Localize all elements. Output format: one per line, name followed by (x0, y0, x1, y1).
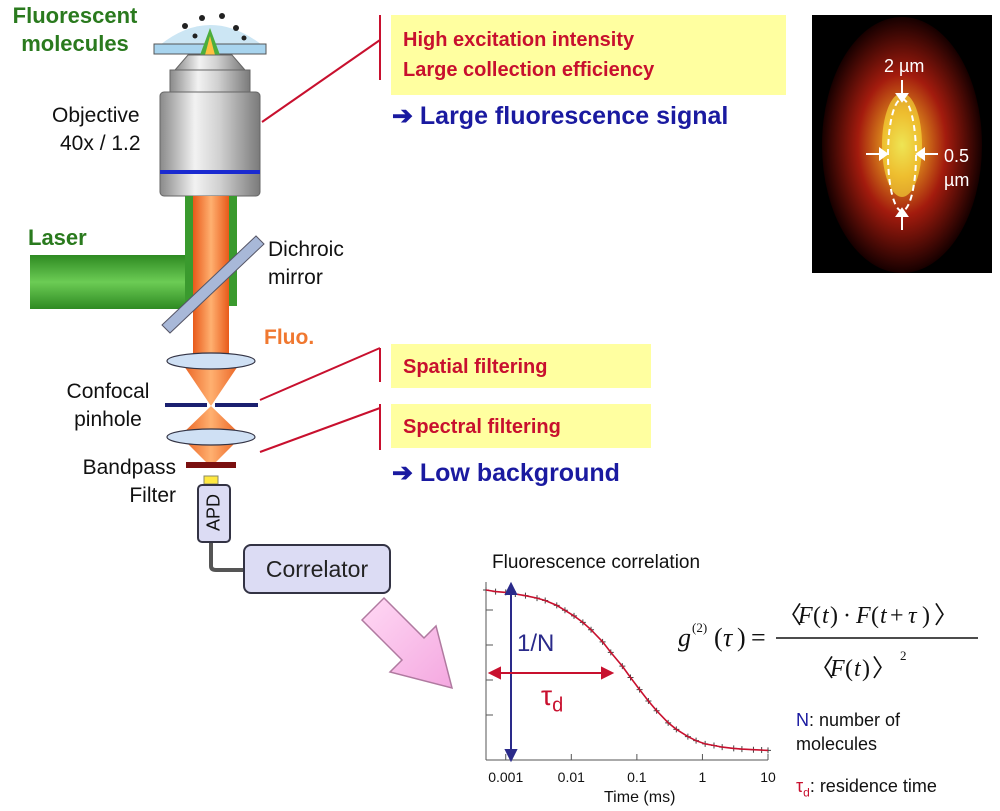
apd-label: APD (203, 494, 224, 532)
flow-arrow (360, 596, 454, 690)
legend-n: N: number of molecules (796, 708, 900, 756)
lens-lower (166, 428, 256, 446)
spectral-text: Spectral filtering (403, 416, 561, 438)
psf-depth-label: 0.5 µm (944, 146, 970, 190)
svg-text:): ) (862, 656, 870, 682)
svg-text:(: ( (871, 603, 879, 629)
legend-tau: τd: residence time (796, 776, 937, 800)
correlation-chart: 0.001 0.01 0.1 1 10 (483, 581, 776, 785)
lens-upper (166, 352, 256, 370)
confocal-pinhole-label: Confocal pinhole (66, 380, 150, 431)
apd-detector: APD (197, 484, 231, 543)
svg-text:〉: 〉 (872, 656, 896, 682)
svg-text:=: = (751, 623, 766, 652)
x-tick-label: 0.01 (558, 769, 585, 785)
svg-text:g: g (678, 623, 691, 652)
chart-title: Fluorescence correlation (492, 552, 701, 573)
legend-tau-subscript: d (803, 785, 810, 800)
svg-text:〈: 〈 (810, 656, 834, 682)
fluorescent-molecules-label: Fluorescent molecules (12, 3, 138, 56)
svg-text:F: F (797, 603, 813, 629)
svg-text:2: 2 (900, 648, 907, 663)
svg-text:t: t (822, 603, 830, 629)
fit-curve (485, 589, 769, 752)
x-tick-label: 10 (760, 769, 776, 785)
legend-tau-symbol: τ (796, 776, 804, 796)
x-tick-label: 1 (699, 769, 707, 785)
svg-text:t: t (880, 603, 888, 629)
svg-text:(: ( (714, 623, 723, 652)
laser-beam (30, 255, 192, 309)
svg-text:): ) (737, 623, 746, 652)
svg-text:〉: 〉 (934, 603, 958, 629)
spatial-callout-box: Spatial filtering (391, 344, 651, 388)
correlator-box: Correlator (243, 544, 391, 594)
sample-coverslip (153, 13, 267, 55)
objective-spec-label: 40x / 1.2 (60, 132, 141, 155)
residence-time-arrow (487, 666, 615, 680)
legend-n-symbol: N (796, 710, 809, 730)
fluo-label: Fluo. (264, 326, 315, 349)
tau-subscript: d (552, 694, 564, 717)
legend-tau-text: : residence time (809, 776, 937, 796)
spatial-text: Spatial filtering (403, 356, 548, 378)
svg-text:(: ( (813, 603, 821, 629)
svg-text:F: F (829, 656, 845, 682)
amplitude-label: 1/N (517, 630, 555, 657)
x-tick-label: 0.1 (627, 769, 647, 785)
psf-width-label: 2 µm (884, 56, 925, 76)
laser-label: Laser (28, 225, 87, 250)
objective-label: Objective (52, 104, 140, 127)
svg-text:t: t (854, 656, 862, 682)
svg-text:): ) (830, 603, 838, 629)
legend-n-text: : number of molecules (796, 710, 901, 754)
svg-text:·: · (843, 603, 851, 629)
correlation-equation: g (2) ( τ ) = 〈 F ( t ) · F ( t + τ ) 〉 … (678, 603, 978, 682)
excitation-text: High excitation intensity (403, 29, 635, 51)
cable (209, 540, 244, 572)
svg-text:(2): (2) (692, 620, 707, 635)
correlator-label: Correlator (265, 555, 369, 582)
svg-text:(: ( (845, 656, 853, 682)
svg-text:+: + (890, 603, 904, 629)
svg-text:F: F (855, 603, 871, 629)
tau-d-label: τd (541, 680, 563, 718)
svg-text:τ: τ (723, 623, 734, 652)
callout-lines (259, 15, 381, 453)
bandpass-filter-label: Bandpass Filter (82, 456, 176, 507)
collection-text: Large collection efficiency (403, 59, 655, 81)
dichroic-mirror-label: Dichroic mirror (268, 238, 344, 289)
excitation-callout-box: High excitation intensity Large collecti… (391, 15, 786, 95)
svg-text:〈: 〈 (778, 603, 802, 629)
apd-window (203, 475, 219, 485)
svg-text:): ) (922, 603, 930, 629)
x-axis-label: Time (ms) (604, 789, 676, 806)
dichroic-mirror (161, 235, 265, 334)
svg-text:τ: τ (908, 603, 918, 629)
low-background-text: ➔ Low background (392, 459, 620, 487)
psf-image (812, 15, 992, 273)
objective-lens (159, 54, 261, 197)
large-signal-text: ➔ Large fluorescence signal (392, 102, 729, 130)
tau-symbol: τ (541, 680, 553, 711)
x-tick-label: 0.001 (488, 769, 523, 785)
spectral-callout-box: Spectral filtering (391, 404, 651, 448)
